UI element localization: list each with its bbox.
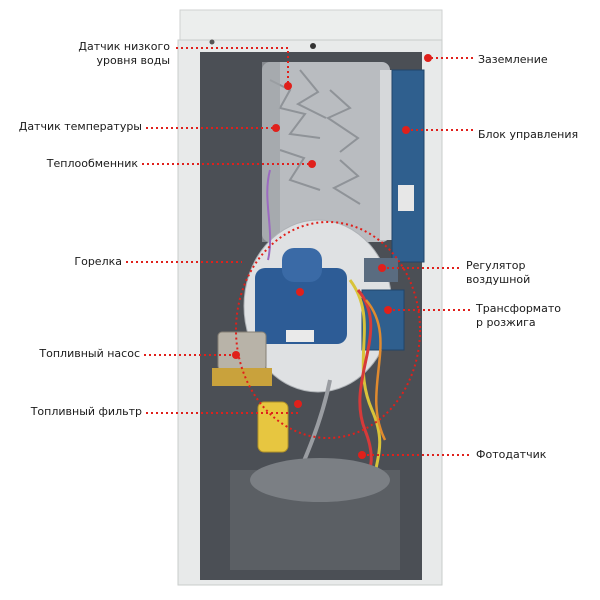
callout-marker (378, 264, 386, 272)
callout-marker (272, 124, 280, 132)
burner-plate-label (286, 330, 314, 342)
label-low-water-sensor-line2: уровня воды (96, 54, 170, 67)
label-air-regulator-line2: воздушной (466, 273, 531, 286)
callout-marker (358, 451, 366, 459)
label-control-unit: Блок управления (478, 128, 579, 141)
label-ignition-transformer-line2: р розжига (476, 316, 536, 329)
label-grounding: Заземление (478, 53, 548, 66)
label-burner: Горелка (74, 255, 122, 268)
foil-texture (269, 69, 361, 205)
leader-line-low-water-sensor (176, 47, 289, 86)
callout-marker (424, 54, 432, 62)
label-low-water-sensor: Датчик низкого уровня воды (60, 40, 170, 68)
label-fuel-filter: Топливный фильтр (30, 405, 142, 418)
label-ignition-transformer-line1: Трансформато (476, 302, 561, 315)
burner-dome (282, 248, 322, 282)
label-air-regulator-line1: Регулятор (466, 259, 526, 272)
burner-body (255, 268, 347, 344)
callout-marker (296, 288, 304, 296)
rear-pipe (380, 70, 392, 240)
label-ignition-transformer: Трансформато р розжига (476, 302, 561, 330)
callout-marker (284, 82, 292, 90)
label-temperature-sensor: Датчик температуры (18, 120, 142, 133)
callout-marker (308, 160, 316, 168)
control-unit-box (391, 69, 425, 263)
callout-marker (402, 126, 410, 134)
label-fuel-pump: Топливный насос (39, 347, 140, 360)
wiring (266, 169, 272, 261)
wiring (365, 299, 387, 441)
label-low-water-sensor-line1: Датчик низкого (78, 40, 170, 53)
control-unit-label (398, 185, 414, 211)
heat-exchanger-foil (262, 62, 390, 242)
label-photo-sensor: Фотодатчик (476, 448, 547, 461)
label-heat-exchanger: Теплообменник (46, 157, 138, 170)
callout-marker (384, 306, 392, 314)
combustion-chamber-base (250, 458, 390, 502)
screw (310, 43, 316, 49)
screw (209, 39, 215, 45)
callout-marker (294, 400, 302, 408)
cabinet-top-lid (179, 9, 443, 45)
label-air-regulator: Регулятор воздушной (466, 259, 530, 287)
fuel-pump-bracket (212, 368, 272, 386)
fuel-filter-bowl (257, 401, 289, 453)
burner-highlight-circle (235, 221, 421, 439)
